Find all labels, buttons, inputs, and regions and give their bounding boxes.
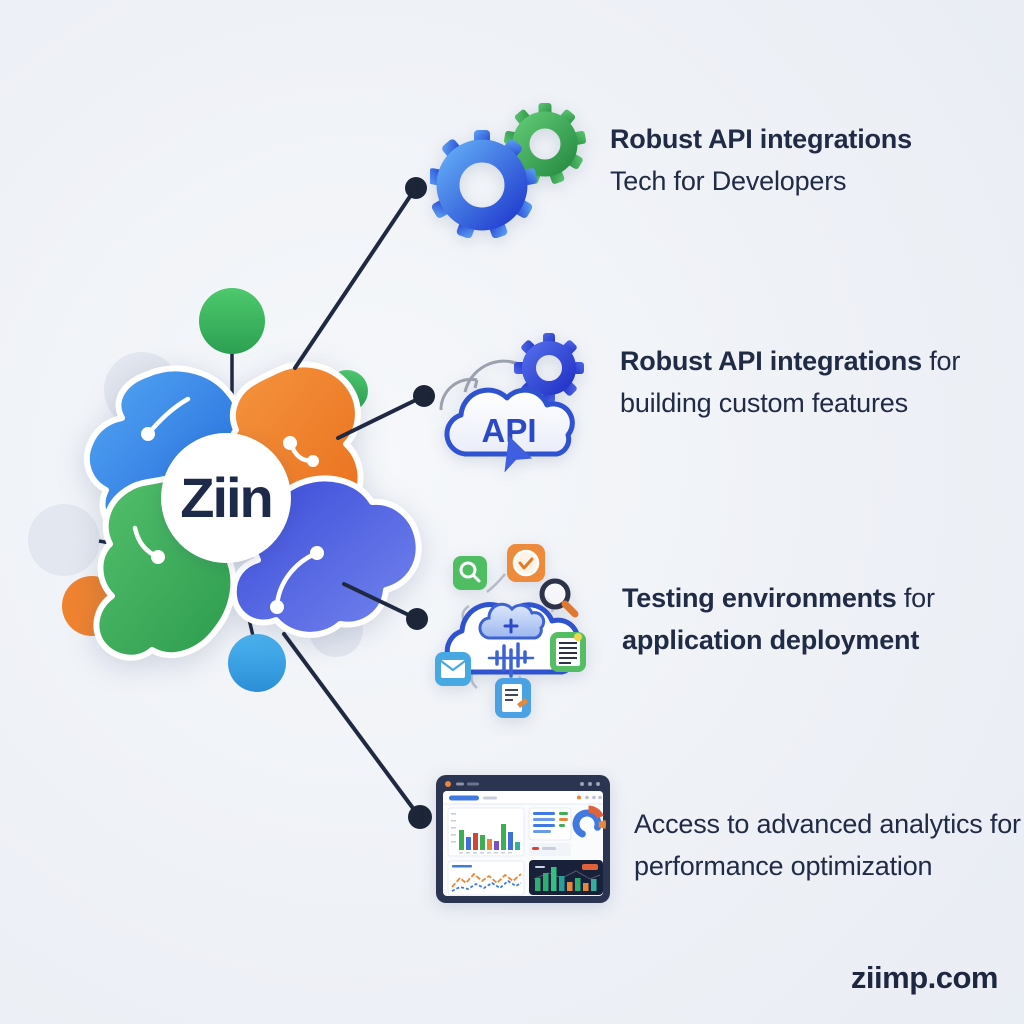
line-chart-panel <box>447 860 525 896</box>
feature-1-line-2: Tech for Developers <box>610 160 912 202</box>
logo-text: Ziin <box>180 466 272 529</box>
feature-4-line1-normal: Access to advanced analytics for <box>634 809 1021 839</box>
feature-4-line-2: performance optimization <box>634 845 1021 887</box>
dark-analytics-panel <box>529 860 603 895</box>
connector-line-4 <box>282 632 420 817</box>
analytics-dashboard-icon <box>436 775 610 903</box>
magnifier-icon <box>539 578 579 618</box>
donut-chart <box>572 805 606 839</box>
feature-text-1: Robust API integrations Tech for Develop… <box>610 118 912 202</box>
satellite-blue-bottom <box>228 634 286 692</box>
feature-2-line1-strong: Robust API integrations <box>620 346 922 376</box>
feature-4-line-1: Access to advanced analytics for <box>634 803 1021 845</box>
connector-line-1 <box>293 187 417 370</box>
api-cloud-icon: API <box>439 333 584 472</box>
plus-glyph <box>503 618 519 634</box>
search-square-icon <box>453 556 487 590</box>
list-panel <box>528 807 572 856</box>
equalizer-bars <box>487 642 535 678</box>
browser-titlebar <box>445 781 600 787</box>
satellite-green-top <box>199 288 265 354</box>
feature-2-line-1: Robust API integrations for <box>620 340 960 382</box>
website-text: ziimp.com <box>850 960 999 995</box>
mail-square-icon <box>435 652 471 686</box>
app-toolbar <box>443 791 603 805</box>
blue-gear <box>430 130 537 238</box>
feature-3-line-1: Testing environments for <box>622 577 935 619</box>
connector-line-2 <box>336 395 424 440</box>
feature-2-line2-normal: building custom features <box>620 388 908 418</box>
feature-3-line-2: application deployment <box>622 619 935 661</box>
satellite-gray-left <box>28 504 100 576</box>
connector-line-3 <box>342 582 417 620</box>
file-square-icon <box>495 678 531 718</box>
connector-lines <box>282 187 424 817</box>
feature-2-line1-normal: for <box>921 346 961 376</box>
document-square-icon <box>550 632 586 672</box>
bar-chart-panel <box>447 807 525 857</box>
feature-4-line2-normal: performance optimization <box>634 851 933 881</box>
connector-dots <box>405 177 435 829</box>
feature-text-2: Robust API integrations for building cus… <box>620 340 960 424</box>
gears-icon <box>430 103 587 238</box>
feature-3-line1-normal: for <box>896 583 935 613</box>
feature-1-line-1: Robust API integrations <box>610 118 912 160</box>
trace-dots <box>141 427 324 614</box>
feature-3-line1-strong: Testing environments <box>622 583 897 613</box>
feature-2-line-2: building custom features <box>620 382 960 424</box>
feature-text-4: Access to advanced analytics for perform… <box>634 803 1021 887</box>
cloud-shape <box>444 387 575 457</box>
cursor-arrow <box>504 435 533 472</box>
feature-text-3: Testing environments for application dep… <box>622 577 935 661</box>
feature-1-line2-normal: Tech for Developers <box>610 166 847 196</box>
check-square-icon <box>507 544 545 582</box>
feature-3-line2-strong: application deployment <box>622 625 920 655</box>
central-logo-circle: Ziin <box>161 433 291 563</box>
testing-cloud-icon <box>435 544 586 718</box>
feature-1-line1-strong: Robust API integrations <box>610 124 912 154</box>
